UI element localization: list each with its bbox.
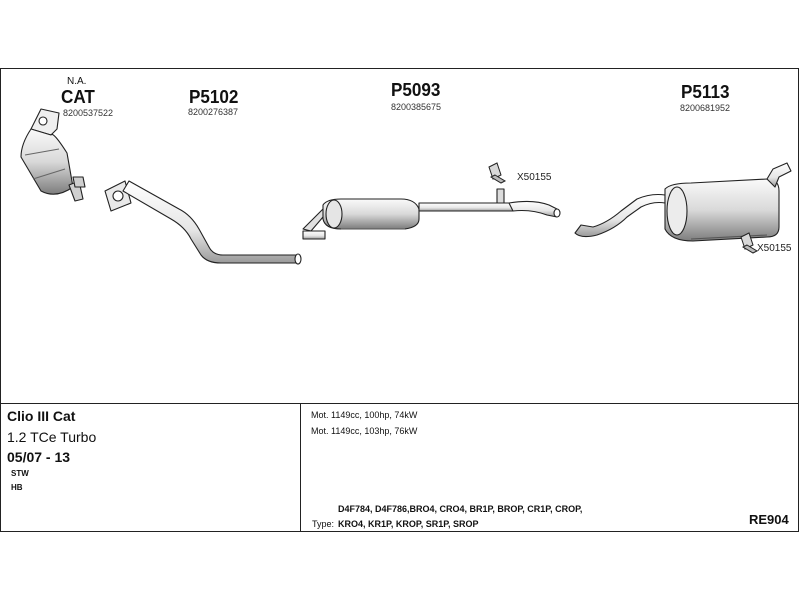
exhaust-system-sheet: N.A. CAT 8200537522 P5102 8200276387 P50… [0,68,799,532]
centre-silencer [302,188,561,240]
info-column-divider [300,403,301,532]
vehicle-years: 05/07 - 13 [7,449,71,465]
info-divider [1,403,798,404]
body-type: STW [11,469,29,478]
body-type: HB [11,483,23,492]
type-label: Type: [312,519,335,529]
part-code-front-pipe: P5102 [189,87,239,107]
type-codes-line: KRO4, KR1P, KROP, SR1P, SROP [338,519,479,529]
catalogue-reference: RE904 [749,512,789,527]
accessory-code: X50155 [517,172,552,183]
part-code-centre-silencer: P5093 [391,80,441,100]
oem-number-centre-silencer: 8200385675 [391,102,442,112]
vehicle-model: Clio III Cat [7,408,76,424]
motor-spec: Mot. 1149cc, 103hp, 76kW [311,426,418,436]
exhaust-diagram [20,108,792,265]
oem-number-cat: 8200537522 [63,108,114,118]
catalytic-note: N.A. [67,76,87,87]
front-pipe [104,180,302,265]
oem-number-front-pipe: 8200276387 [188,107,239,117]
motor-spec: Mot. 1149cc, 100hp, 74kW [311,410,418,420]
type-codes-line: D4F784, D4F786,BRO4, CRO4, BR1P, BROP, C… [338,504,583,514]
vehicle-engine: 1.2 TCe Turbo [7,429,97,445]
clamp-icon [740,232,759,254]
rear-silencer [574,162,792,242]
catalytic-converter [20,108,86,202]
accessory-code: X50155 [757,243,792,254]
part-code-cat: CAT [61,87,95,107]
clamp-icon [488,162,507,184]
part-code-rear-silencer: P5113 [681,82,730,102]
oem-number-rear-silencer: 8200681952 [680,103,731,113]
